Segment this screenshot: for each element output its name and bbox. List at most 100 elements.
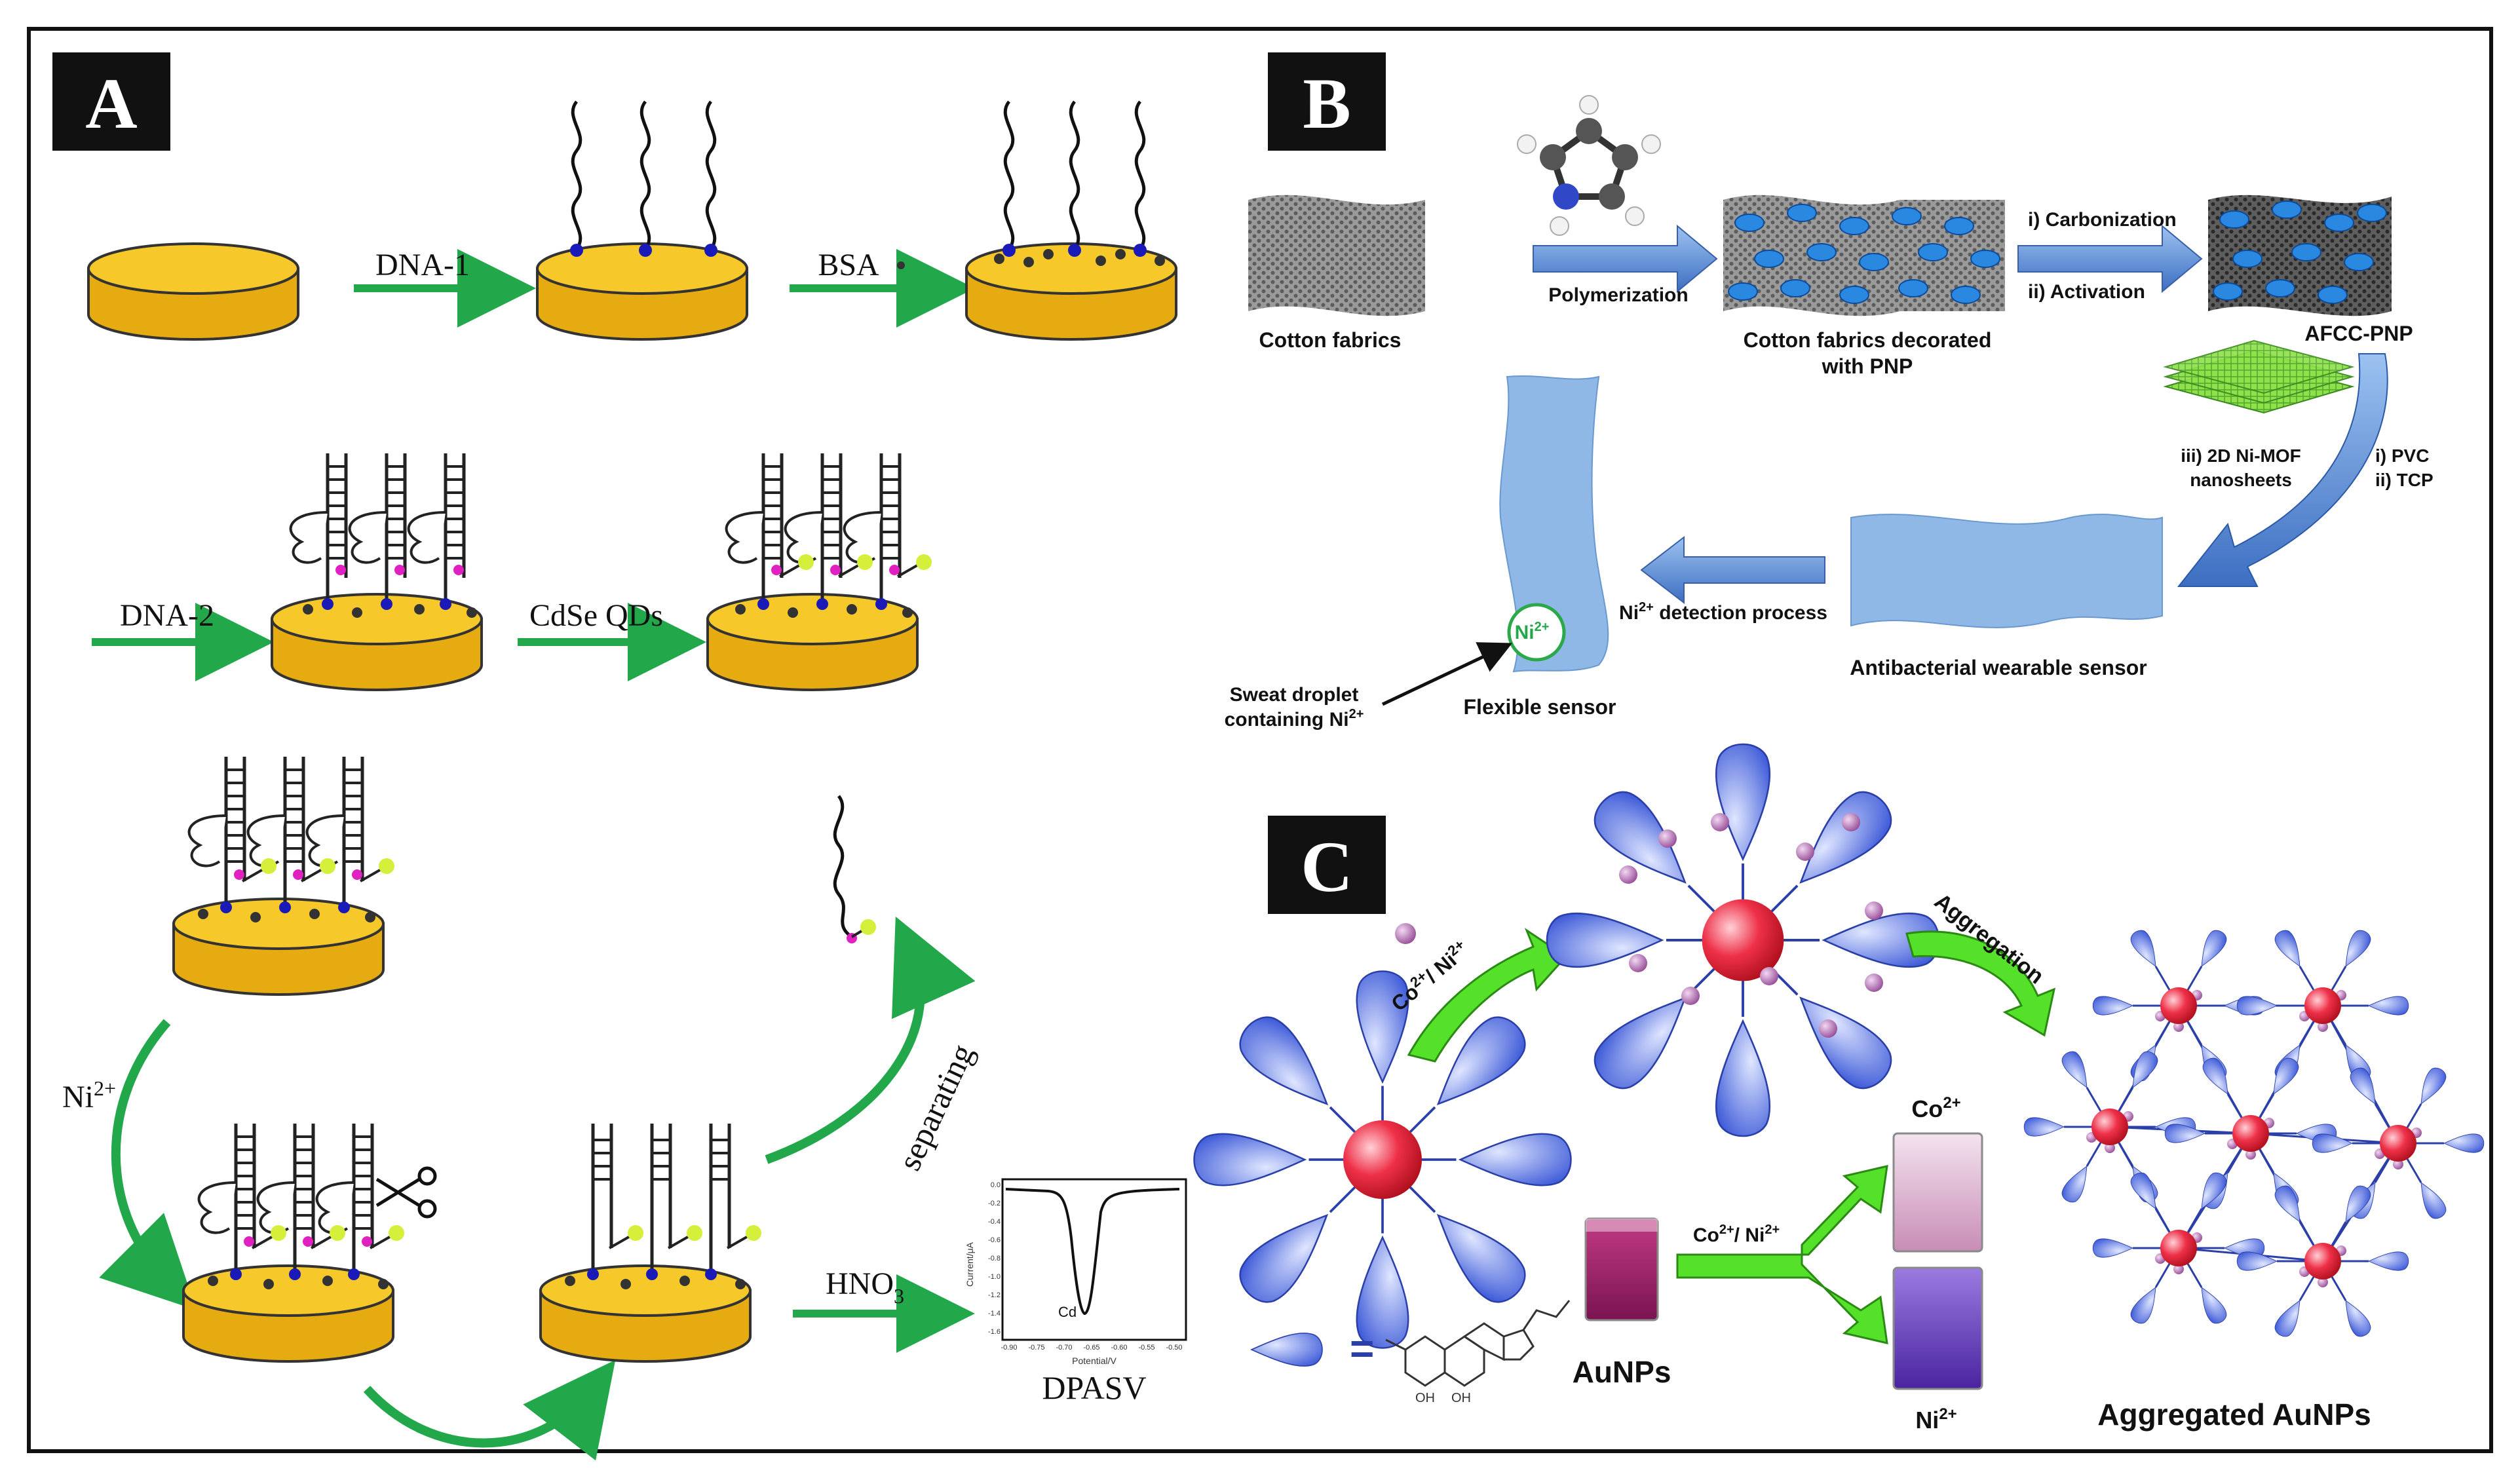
legend-equals: = bbox=[1350, 1325, 1374, 1372]
voltammogram-xtick: -0.50 bbox=[1166, 1344, 1182, 1352]
ni-droplet: Ni2+ bbox=[1507, 603, 1566, 662]
label-aggregated: Aggregated AuNPs bbox=[2097, 1397, 2371, 1432]
voltammogram-xtick: -0.60 bbox=[1111, 1344, 1127, 1352]
label-decorated-2: with PNP bbox=[1822, 354, 1913, 378]
voltammogram-ytick: -0.4 bbox=[988, 1218, 1001, 1226]
electrode-dna1 bbox=[536, 102, 748, 341]
bound-ions bbox=[1619, 813, 1883, 1038]
label-ni: Ni2+ bbox=[62, 1076, 116, 1114]
voltammogram-peak-label: Cd bbox=[1058, 1304, 1077, 1320]
label-antibacterial: Antibacterial wearable sensor bbox=[1850, 656, 2147, 679]
voltammogram-ytick: -0.2 bbox=[988, 1200, 1001, 1207]
label-cotton: Cotton fabrics bbox=[1259, 328, 1402, 352]
released-strand bbox=[833, 795, 876, 943]
metal-ion bbox=[1395, 923, 1416, 944]
arrow-vial-split bbox=[1676, 1165, 1888, 1344]
voltammogram-xtick: -0.75 bbox=[1028, 1344, 1044, 1352]
panel-c: C Co2+/ Ni2+ Aggregation bbox=[1194, 744, 2484, 1433]
aggregated-network bbox=[2024, 927, 2484, 1339]
electrode-qds bbox=[706, 453, 932, 691]
ni-mof-nanosheets bbox=[2163, 339, 2355, 414]
label-aunps: AuNPs bbox=[1573, 1355, 1671, 1389]
ligand-legend: = OH OH bbox=[1251, 1300, 1571, 1405]
arrow-separating bbox=[765, 916, 976, 1164]
vial-co bbox=[1892, 1132, 1983, 1253]
voltammogram-xtick: -0.55 bbox=[1138, 1344, 1155, 1352]
label-bsa: BSA bbox=[818, 248, 879, 282]
label-dna1: DNA-1 bbox=[375, 248, 470, 282]
electrode-after-cleave bbox=[539, 1124, 761, 1363]
label-tcp: ii) TCP bbox=[2375, 470, 2434, 490]
panel-c-label-box bbox=[1268, 816, 1386, 914]
arrow-curved-blue bbox=[2177, 353, 2388, 587]
vial-aunps bbox=[1584, 1217, 1659, 1321]
panel-b: B Cotton fabrics Polymerization Cotton f… bbox=[1225, 52, 2434, 731]
voltammogram-ylabel: Current/μA bbox=[964, 1242, 975, 1287]
arrow-aggregation-green bbox=[1905, 930, 2056, 1037]
label-mof-2: nanosheets bbox=[2190, 470, 2292, 490]
panel-b-label-box bbox=[1268, 52, 1386, 151]
figure-border bbox=[27, 27, 2493, 1453]
bsa-dot bbox=[897, 261, 905, 269]
ni-droplet-label: Ni2+ bbox=[1515, 620, 1550, 643]
label-detection: Ni2+ detection process bbox=[1619, 600, 1827, 624]
voltammogram-xtick: -0.65 bbox=[1083, 1344, 1099, 1352]
flexible-sensor bbox=[1499, 375, 1609, 673]
afcc-pnp-fabric bbox=[2208, 195, 2392, 316]
panel-a-label-box bbox=[52, 52, 170, 151]
label-co: Co2+ bbox=[1911, 1094, 1960, 1122]
label-droplet-2: containing Ni2+ bbox=[1225, 707, 1364, 731]
label-dna2: DNA-2 bbox=[120, 598, 214, 633]
electrode-cleaved bbox=[182, 1124, 437, 1363]
voltammogram-ytick: -1.4 bbox=[988, 1310, 1001, 1318]
voltammogram-ytick: 0.0 bbox=[991, 1181, 1001, 1189]
label-pvc: i) PVC bbox=[2375, 446, 2429, 466]
electrode-bare bbox=[87, 242, 299, 341]
voltammogram-ytick: -1.2 bbox=[988, 1291, 1001, 1299]
label-activation: ii) Activation bbox=[2028, 281, 2145, 303]
voltammogram-curve bbox=[1005, 1188, 1180, 1316]
label-polymerization: Polymerization bbox=[1548, 284, 1688, 306]
voltammogram-ytick: -0.8 bbox=[988, 1255, 1001, 1262]
voltammogram-xlabel: Potential/V bbox=[1072, 1356, 1117, 1366]
label-carbonization: i) Carbonization bbox=[2028, 209, 2177, 231]
label-droplet-1: Sweat droplet bbox=[1230, 684, 1359, 706]
svg-text:OH: OH bbox=[1415, 1391, 1435, 1405]
aunp-with-ions bbox=[1547, 744, 1939, 1136]
aunp-functionalized bbox=[1194, 972, 1571, 1348]
pyrrole-molecule-icon bbox=[1517, 95, 1661, 236]
label-ni-vial: Ni2+ bbox=[1915, 1405, 1957, 1433]
panel-a: A DNA-1 BSA DNA-2 CdSe QDs bbox=[52, 52, 1187, 1461]
voltammogram-xtick: -0.70 bbox=[1056, 1344, 1072, 1352]
voltammogram-ytick: -0.6 bbox=[988, 1236, 1001, 1244]
label-dpasv: DPASV bbox=[1042, 1369, 1146, 1406]
panel-a-label: A bbox=[85, 64, 137, 143]
scissors-icon bbox=[375, 1166, 437, 1219]
arrow-polymerization bbox=[1533, 224, 1718, 294]
label-cdse: CdSe QDs bbox=[529, 598, 663, 633]
vial-ni bbox=[1892, 1266, 1983, 1390]
antibacterial-sensor bbox=[1850, 514, 2163, 628]
cotton-fabric bbox=[1248, 195, 1425, 316]
label-hno3: HNO3 bbox=[826, 1266, 904, 1308]
label-flexible: Flexible sensor bbox=[1464, 695, 1616, 719]
label-vial-arrow: Co2+/ Ni2+ bbox=[1693, 1223, 1780, 1246]
panel-b-label: B bbox=[1303, 64, 1350, 143]
panel-c-label: C bbox=[1301, 827, 1352, 907]
arrow-detection bbox=[1640, 535, 1825, 605]
electrode-cycle-top bbox=[172, 757, 394, 996]
arrow-bottom-curve bbox=[363, 1359, 616, 1461]
voltammogram-chart: 0.0-0.2-0.4-0.6-0.8-1.0-1.2-1.4-1.6 -0.9… bbox=[964, 1178, 1187, 1366]
arrow-carbonization bbox=[2017, 224, 2203, 294]
electrode-hybrid bbox=[271, 453, 483, 691]
label-mof-1: iii) 2D Ni-MOF bbox=[2181, 446, 2301, 466]
label-decorated-1: Cotton fabrics decorated bbox=[1744, 328, 1992, 352]
arrow-droplet-pointer bbox=[1381, 642, 1513, 706]
decorated-fabric bbox=[1723, 195, 2005, 316]
electrode-bsa bbox=[965, 102, 1177, 341]
steroid-structure-icon bbox=[1385, 1300, 1571, 1387]
voltammogram-xtick: -0.90 bbox=[1001, 1344, 1017, 1352]
arrow-ni-cycle bbox=[99, 1019, 197, 1310]
voltammogram-ytick: -1.0 bbox=[988, 1273, 1001, 1281]
